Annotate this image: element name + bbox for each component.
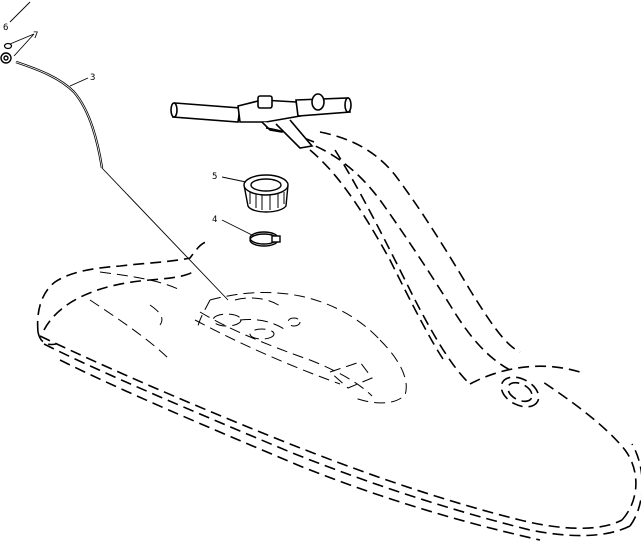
side-hatch bbox=[500, 376, 540, 408]
throttle-cable bbox=[15, 60, 229, 301]
deck-details bbox=[89, 271, 407, 404]
callout-4: 4 bbox=[212, 215, 217, 225]
callout-6: 6 bbox=[3, 23, 8, 33]
handlebar bbox=[170, 93, 352, 149]
callout-3: 3 bbox=[90, 73, 95, 83]
retaining-ring bbox=[3, 42, 13, 50]
callout-7: 7 bbox=[33, 31, 38, 41]
steering-pole bbox=[299, 131, 581, 385]
callout-labels: 6 7 3 5 4 bbox=[3, 23, 217, 225]
hose-clamp bbox=[249, 231, 281, 247]
callout-5: 5 bbox=[212, 172, 217, 182]
fuel-cap bbox=[243, 174, 289, 213]
grommet bbox=[0, 52, 12, 64]
leader-lines bbox=[9, 1, 255, 237]
hull-outline bbox=[36, 241, 641, 541]
